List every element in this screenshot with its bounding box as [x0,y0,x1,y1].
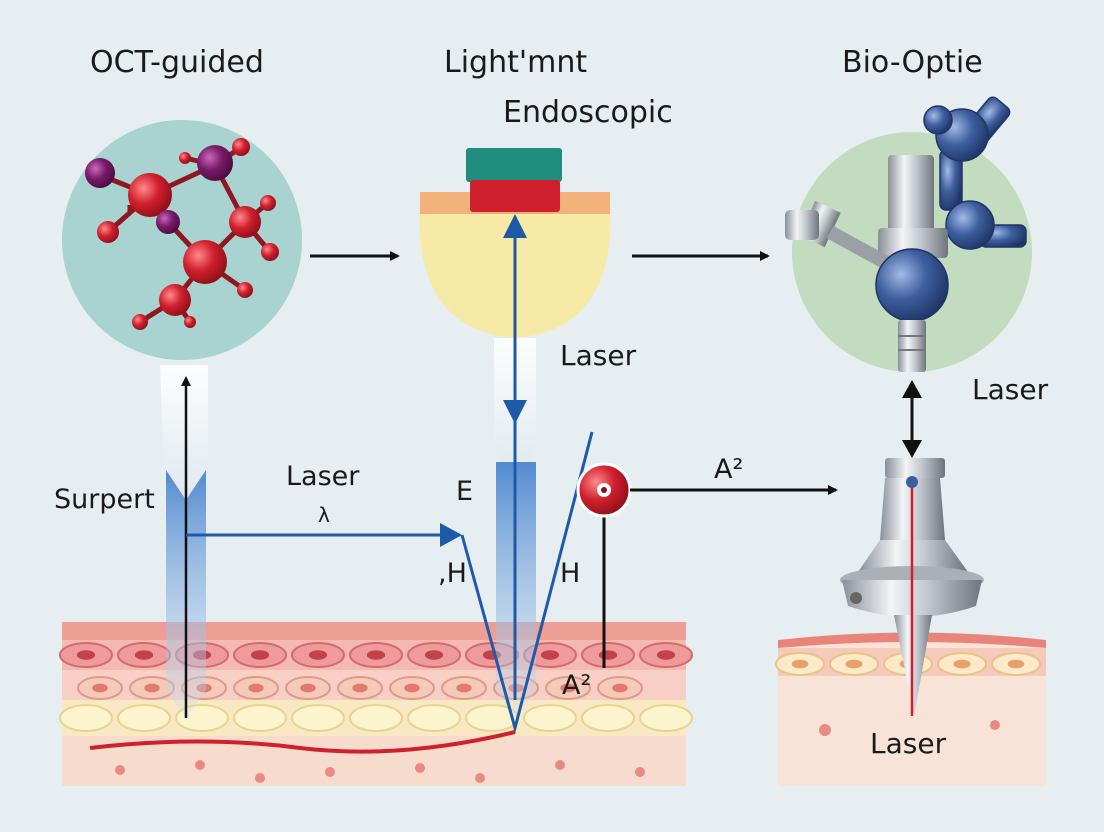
tissue-dot [255,773,265,783]
sensor [576,462,838,668]
tissue-dot [195,760,205,770]
title-bio-optie: Bio-Optie [842,45,983,80]
tissue-dot [115,765,125,775]
cell-nucleus [424,650,444,660]
left-probe [160,365,462,718]
v-beam [460,431,594,734]
label-a2-tissue: A² [562,670,592,701]
tissue-dot [635,767,645,777]
tissue-dot [325,767,335,777]
tissue-cell [117,704,171,732]
double-arrow-right [902,380,922,458]
cell-nucleus [1007,659,1025,669]
title-light-mnt: Light'mnt [444,45,588,80]
label-laser-bottom: Laser [870,727,947,760]
label-laser-horizontal: Laser [286,461,360,492]
cell-nucleus [134,650,154,660]
title-endoscopic: Endoscopic [503,95,673,130]
cell-nucleus [791,659,809,669]
cell-nucleus [300,683,316,693]
cell-nucleus [612,683,628,693]
cell-nucleus [404,683,420,693]
molecule-atoms [85,138,279,330]
cell-nucleus [352,683,368,693]
tissue-dot [415,763,425,773]
blood-vessel [89,730,516,754]
right-metal-probe [840,458,984,716]
cell-nucleus [598,650,618,660]
label-laser-center: Laser [560,339,637,372]
cell-nucleus [656,650,676,660]
tissue-cell [233,704,287,732]
cell-nucleus [540,650,560,660]
label-h-right: H [560,558,581,589]
center-probe [460,214,594,734]
cell-nucleus [308,650,328,660]
tissue-cell [291,704,345,732]
tissue-dot [475,773,485,783]
label-h-left: ,H [438,558,467,589]
cell-nucleus [248,683,264,693]
label-lambda: λ [318,503,330,527]
label-a2-arrow: A² [714,454,744,485]
label-surpert: Surpert [54,484,155,515]
cell-nucleus [456,683,472,693]
tissue-cell [639,704,693,732]
tissue-cell [59,704,113,732]
title-oct-guided: OCT-guided [90,45,264,80]
tissue-dot [555,760,565,770]
label-e: E [456,476,474,507]
tissue-layer [59,622,693,786]
cell-nucleus [250,650,270,660]
cell-nucleus [845,659,863,669]
cell-nucleus [953,659,971,669]
tissue-cell [581,704,635,732]
cell-nucleus [560,683,576,693]
tissue-cell [523,704,577,732]
molecule-panel [62,120,302,360]
cell-nucleus [92,683,108,693]
tissue-cell [407,704,461,732]
robot-panel [785,96,1032,372]
cell-nucleus [144,683,160,693]
cell-nucleus [366,650,386,660]
tissue-cell [349,704,403,732]
label-laser-right: Laser [972,373,1049,406]
cell-nucleus [76,650,96,660]
